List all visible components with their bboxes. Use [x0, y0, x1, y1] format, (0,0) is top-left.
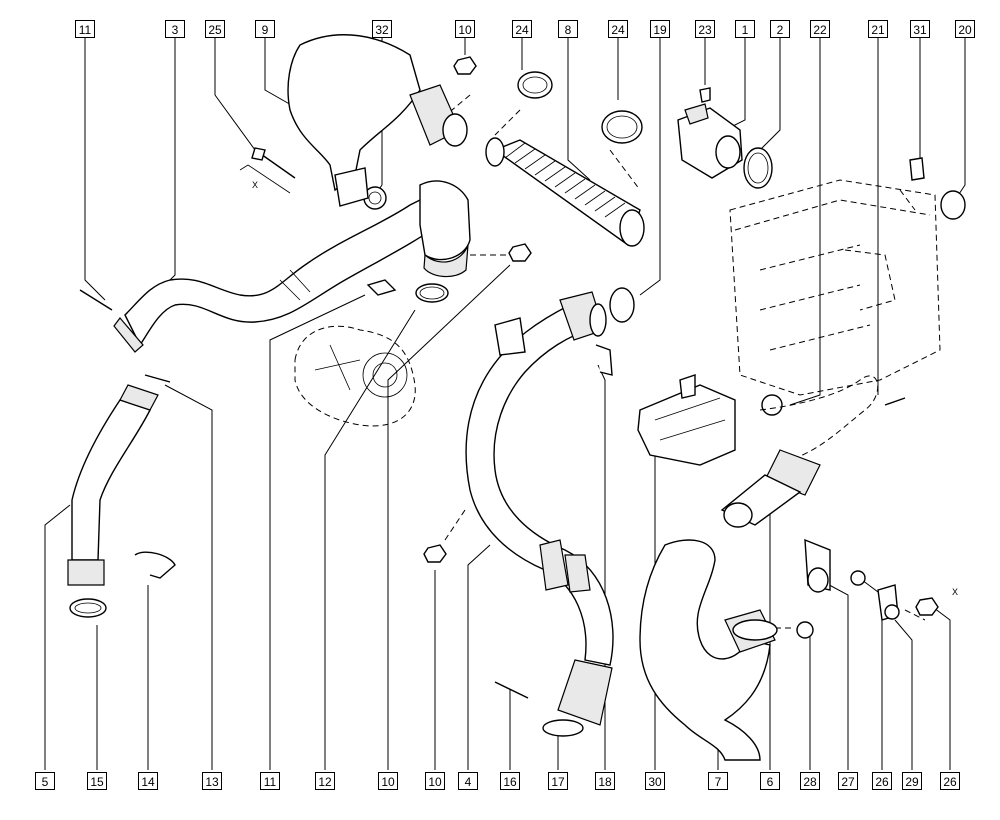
air-filter-housing: [729, 157, 966, 416]
callout-6: 6: [760, 772, 780, 790]
part-4-charge-pipe: [423, 287, 635, 737]
callout-18: 18: [595, 772, 615, 790]
callout-4: 4: [458, 772, 478, 790]
callout-16: 16: [500, 772, 520, 790]
callout-30: 30: [645, 772, 665, 790]
callout-7: 7: [708, 772, 728, 790]
callout-11-bottom: 11: [260, 772, 280, 790]
callout-15: 15: [87, 772, 107, 790]
callout-26-right: 26: [940, 772, 960, 790]
callout-10-mid: 10: [378, 772, 398, 790]
callout-11-top: 11: [75, 20, 95, 38]
callout-31: 31: [910, 20, 930, 38]
part-10-nut-mid: [508, 243, 532, 262]
callout-27: 27: [838, 772, 858, 790]
part-24-clamps: [517, 71, 643, 144]
part-10-nut-top: [453, 56, 477, 75]
part-11-12-seals: [366, 279, 449, 303]
callout-32: 32: [372, 20, 392, 38]
callout-9: 9: [255, 20, 275, 38]
dimension-mark-x-left: X: [252, 180, 258, 190]
part-9-elbow-pipe: [287, 34, 468, 210]
part-2-seal-ring: [743, 147, 773, 189]
callout-8: 8: [558, 20, 578, 38]
callout-29: 29: [902, 772, 922, 790]
part-30-heat-shield: [637, 374, 736, 466]
part-7-air-duct: [639, 539, 778, 761]
callout-22: 22: [810, 20, 830, 38]
turbocharger: [294, 325, 416, 427]
callout-21: 21: [868, 20, 888, 38]
callout-24-left: 24: [512, 20, 532, 38]
callout-17: 17: [548, 772, 568, 790]
callout-2: 2: [770, 20, 790, 38]
callout-28: 28: [800, 772, 820, 790]
callout-10-bottom: 10: [425, 772, 445, 790]
part-3-charge-pipe: [113, 180, 471, 353]
callout-14: 14: [138, 772, 158, 790]
callout-12: 12: [315, 772, 335, 790]
callout-19: 19: [650, 20, 670, 38]
callout-20: 20: [955, 20, 975, 38]
callout-5: 5: [35, 772, 55, 790]
parts-26-27-28-29-brackets: X: [796, 538, 958, 639]
dimension-mark-x-right: X: [952, 587, 958, 597]
callout-10-top: 10: [455, 20, 475, 38]
callout-3: 3: [165, 20, 185, 38]
part-25-bolt: X: [239, 147, 296, 194]
callout-24-right: 24: [608, 20, 628, 38]
callout-25: 25: [205, 20, 225, 38]
part-1-air-flow-meter: [677, 87, 743, 179]
part-8-corrugated-hose: [485, 137, 645, 247]
callout-26-left: 26: [872, 772, 892, 790]
part-5-intake-pipe: [67, 289, 176, 618]
callout-1: 1: [735, 20, 755, 38]
callout-13: 13: [202, 772, 222, 790]
callout-23: 23: [695, 20, 715, 38]
part-6-hose: [720, 375, 879, 528]
